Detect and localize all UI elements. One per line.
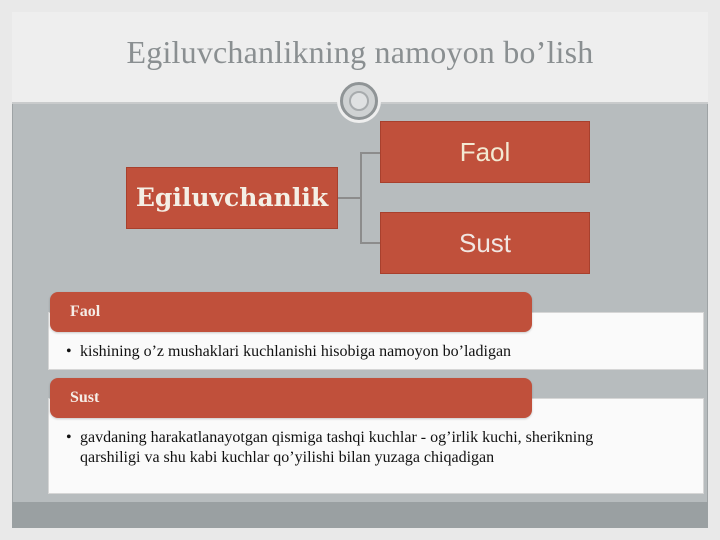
diagram-child-sust: Sust: [380, 212, 590, 274]
connector-to-child-2: [360, 242, 380, 244]
connector-root: [338, 197, 360, 199]
diagram-root-box: Egiluvchanlik: [126, 167, 338, 229]
bullet-icon: •: [66, 343, 72, 360]
circle-ornament-icon: [340, 82, 378, 120]
slide-title: Egiluvchanlikning namoyon bo’lish: [126, 34, 594, 70]
detail-bullet-sust: • gavdaning harakatlanayotgan qismiga tas…: [66, 428, 646, 468]
detail-bullet-faol: • kishining o’z mushaklari kuchlanishi hi…: [66, 342, 686, 362]
connector-to-child-1: [360, 152, 380, 154]
diagram-child-faol: Faol: [380, 121, 590, 183]
circle-ornament-inner: [349, 91, 369, 111]
detail-label-sust: Sust: [50, 378, 532, 418]
detail-label-faol: Faol: [50, 292, 532, 332]
detail-text-faol: kishining o’z mushaklari kuchlanishi his…: [80, 343, 512, 360]
detail-text-sust: gavdaning harakatlanayotgan qismiga tash…: [80, 429, 594, 466]
bottom-strip: [12, 502, 708, 528]
connector-vertical: [360, 152, 362, 243]
bullet-icon: •: [66, 429, 72, 446]
